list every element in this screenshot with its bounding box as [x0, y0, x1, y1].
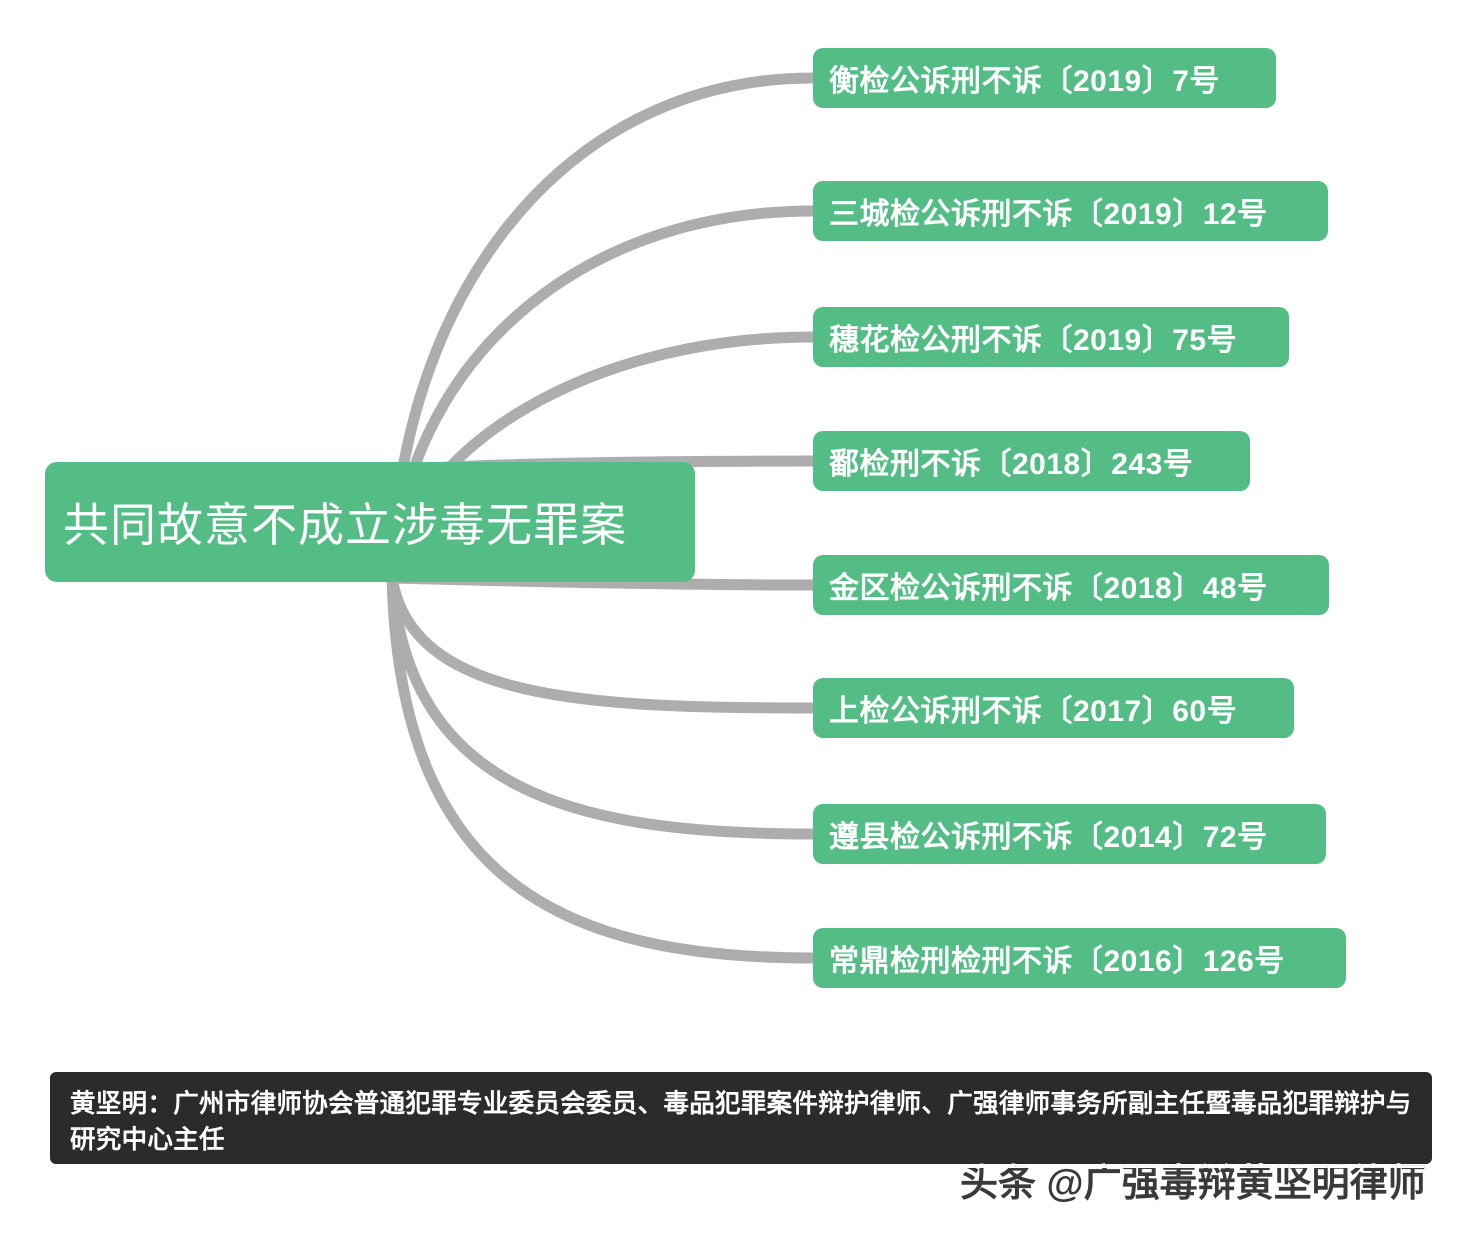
watermark-text-overlay: 头条 @广强毒辩黄坚明律师 [960, 1158, 1440, 1168]
mindmap-branch-label-1: 衡检公诉刑不诉〔2019〕7号 [829, 65, 1220, 98]
mindmap-branch-label-2: 三城检公诉刑不诉〔2019〕12号 [829, 198, 1268, 231]
mindmap-branch-label-4: 鄱检刑不诉〔2018〕243号 [829, 448, 1194, 481]
mindmap-branch-node-2[interactable]: 三城检公诉刑不诉〔2019〕12号 [813, 181, 1328, 241]
watermark-text: 头条 @广强毒辩黄坚明律师 [960, 1163, 1426, 1205]
mindmap-branch-node-7[interactable]: 遵县检公诉刑不诉〔2014〕72号 [813, 804, 1326, 864]
mindmap-branch-label-5: 金区检公诉刑不诉〔2018〕48号 [829, 572, 1268, 605]
mindmap-branch-label-6: 上检公诉刑不诉〔2017〕60号 [829, 695, 1238, 728]
author-credit-banner: 黄坚明：广州市律师协会普通犯罪专业委员会委员、毒品犯罪案件辩护律师、广强律师事务… [50, 1072, 1432, 1164]
watermark: 头条 @广强毒辩黄坚明律师 头条 @广强毒辩黄坚明律师 [960, 1158, 1440, 1210]
connector-line-6 [386, 577, 814, 840]
mindmap-branch-label-3: 穗花检公刑不诉〔2019〕75号 [829, 324, 1238, 357]
mindmap-branch-label-7: 遵县检公诉刑不诉〔2014〕72号 [829, 821, 1268, 854]
mindmap-root-node[interactable]: 共同故意不成立涉毒无罪案 [45, 462, 695, 582]
mindmap-branch-node-4[interactable]: 鄱检刑不诉〔2018〕243号 [813, 431, 1250, 491]
connector-line-7 [386, 577, 814, 964]
mindmap-branch-label-8: 常鼎检刑检刑不诉〔2016〕126号 [829, 945, 1285, 978]
mindmap-root-label: 共同故意不成立涉毒无罪案 [63, 499, 627, 551]
author-credit-text: 黄坚明：广州市律师协会普通犯罪专业委员会委员、毒品犯罪案件辩护律师、广强律师事务… [70, 1090, 1412, 1155]
mindmap-branch-node-8[interactable]: 常鼎检刑检刑不诉〔2016〕126号 [813, 928, 1346, 988]
mindmap-branch-node-1[interactable]: 衡检公诉刑不诉〔2019〕7号 [813, 48, 1276, 108]
mindmap-branch-node-3[interactable]: 穗花检公刑不诉〔2019〕75号 [813, 307, 1289, 367]
mindmap-branch-node-6[interactable]: 上检公诉刑不诉〔2017〕60号 [813, 678, 1294, 738]
connector-line-5 [386, 577, 814, 714]
mindmap-branch-node-5[interactable]: 金区检公诉刑不诉〔2018〕48号 [813, 555, 1329, 615]
